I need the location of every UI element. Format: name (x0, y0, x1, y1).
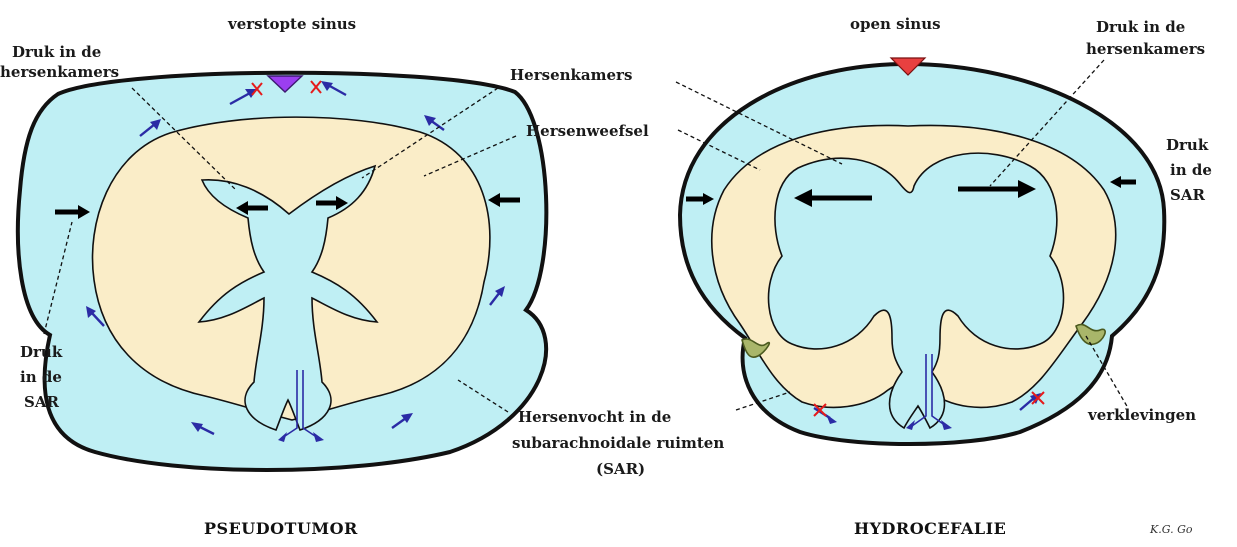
label-tissue: Hersenweefsel (526, 122, 649, 140)
hydrocephalus-panel (680, 58, 1164, 444)
label-right-sar-pressure: Druk in de SAR (1166, 136, 1217, 204)
label-open-sinus: open sinus (850, 15, 941, 33)
pseudotumor-panel (18, 73, 546, 470)
label-blocked-sinus: verstopte sinus (227, 15, 356, 33)
label-csf-sar: Hersenvocht in de subarachnoidale ruimte… (512, 408, 730, 478)
label-ventricles: Hersenkamers (510, 66, 632, 84)
label-left-ventricle-pressure: Druk in de hersenkamers (0, 43, 119, 81)
author-signature: K.G. Go (1149, 523, 1193, 536)
label-right-ventricle-pressure: Druk in de hersenkamers (1086, 18, 1205, 58)
label-adhesions: verklevingen (1087, 406, 1196, 424)
title-pseudotumor: PSEUDOTUMOR (204, 519, 358, 538)
title-hydrocefalie: HYDROCEFALIE (854, 519, 1006, 538)
